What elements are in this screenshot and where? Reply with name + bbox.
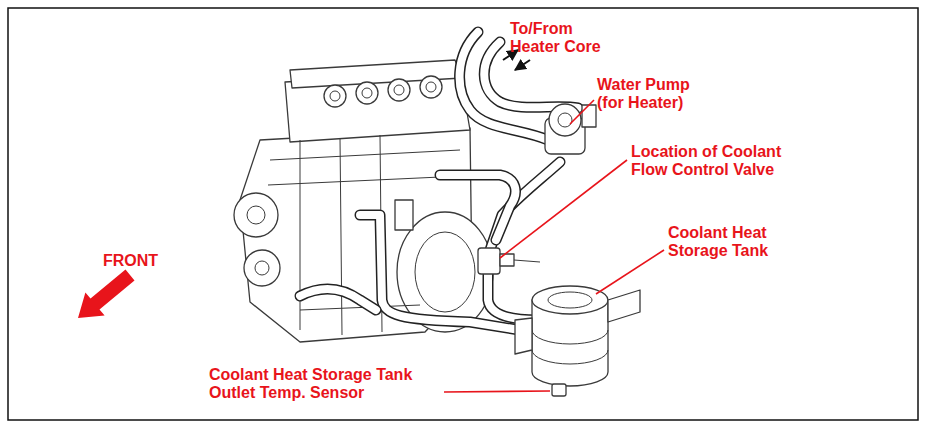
callout-label: Water Pump (for Heater) (597, 76, 711, 112)
leader-line (596, 250, 664, 294)
heat-storage-tank (515, 286, 640, 396)
callout-label: Coolant Heat Storage Tank (668, 224, 800, 260)
frame (8, 8, 918, 420)
leader-line (570, 100, 594, 124)
leader-line (500, 160, 627, 258)
direction-label: FRONT (103, 252, 183, 270)
leader-line (444, 391, 550, 392)
callout-label: Coolant Heat Storage Tank Outlet Temp. S… (209, 366, 441, 402)
callout-label: Location of Coolant Flow Control Valve (631, 143, 803, 179)
front-arrow (78, 270, 135, 318)
coolant-hoses (300, 32, 578, 332)
engine-block (234, 60, 493, 342)
water-pump (545, 104, 596, 154)
callout-label: To/From Heater Core (510, 20, 620, 56)
